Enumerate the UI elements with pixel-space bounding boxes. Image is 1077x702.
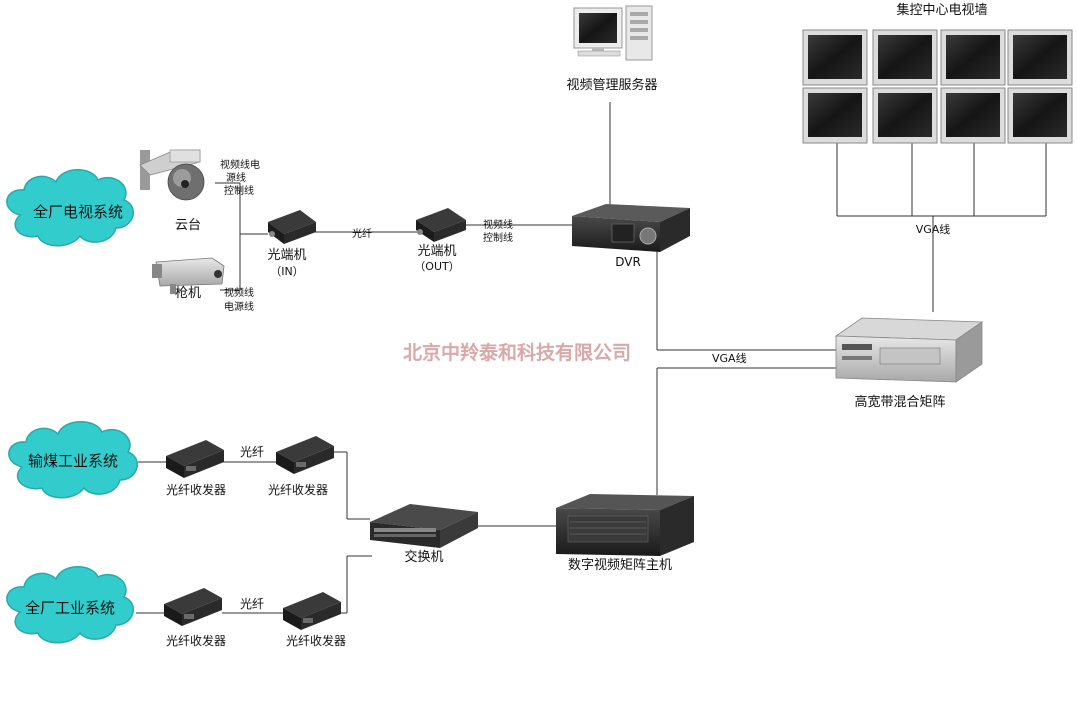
fiber-transceiver-icon bbox=[164, 588, 222, 626]
fiber-label: 光纤 bbox=[240, 597, 264, 611]
optical-out-sublabel: （OUT） bbox=[414, 260, 459, 273]
ptz-camera-icon bbox=[139, 149, 205, 201]
monitor-icon bbox=[872, 87, 938, 144]
digital-matrix-label: 数字视频矩阵主机 bbox=[568, 558, 672, 573]
monitor-icon bbox=[940, 29, 1006, 86]
dvr-label: DVR bbox=[615, 255, 641, 269]
transceiver-label: 光纤收发器 bbox=[166, 633, 226, 648]
fiber-label: 光纤 bbox=[240, 445, 264, 459]
gun-camera-label: 枪机 bbox=[175, 285, 201, 301]
fiber-transceiver-icon bbox=[283, 592, 341, 630]
cloud-label: 输煤工业系统 bbox=[28, 452, 118, 470]
cloud-tv-system: 全厂电视系统 bbox=[6, 169, 134, 247]
dvr-icon bbox=[572, 204, 690, 252]
gun-cable-label: 电源线 bbox=[224, 300, 254, 313]
fiber-transceiver-icon bbox=[166, 440, 224, 478]
video-wall-icon bbox=[802, 29, 1073, 144]
video-server-label: 视频管理服务器 bbox=[566, 77, 657, 93]
transceiver-label: 光纤收发器 bbox=[166, 482, 226, 497]
out-cable-label: 控制线 bbox=[483, 231, 513, 244]
optical-transceiver-in-icon bbox=[268, 210, 316, 244]
monitor-icon bbox=[802, 87, 868, 144]
optical-out-label: 光端机 bbox=[417, 244, 456, 259]
monitor-icon bbox=[1007, 29, 1073, 86]
optical-transceiver-out-icon bbox=[416, 208, 466, 242]
vga-wall-label: VGA线 bbox=[916, 222, 951, 236]
hybrid-matrix-label: 高宽带混合矩阵 bbox=[854, 394, 945, 410]
gun-camera-icon bbox=[152, 257, 225, 294]
optical-in-label: 光端机 bbox=[267, 248, 306, 263]
connection-lines bbox=[136, 102, 1047, 614]
video-wall-label: 集控中心电视墙 bbox=[896, 2, 987, 18]
watermark: 北京中羚泰和科技有限公司 bbox=[403, 341, 631, 364]
out-cable-label: 视频线 bbox=[483, 218, 513, 231]
transceiver-label: 光纤收发器 bbox=[286, 633, 346, 648]
fiber-transceiver-icon bbox=[276, 436, 334, 474]
monitor-icon bbox=[802, 29, 868, 86]
fiber-label: 光纤 bbox=[352, 227, 372, 240]
transceiver-label: 光纤收发器 bbox=[268, 482, 328, 497]
optical-in-sublabel: （IN） bbox=[270, 265, 303, 278]
cloud-label: 全厂电视系统 bbox=[33, 203, 123, 221]
cloud-plant-system: 全厂工业系统 bbox=[6, 566, 134, 644]
monitor-icon bbox=[1007, 87, 1073, 144]
hybrid-matrix-icon bbox=[834, 317, 984, 383]
monitor-icon bbox=[872, 29, 938, 86]
switch-label: 交换机 bbox=[404, 549, 443, 565]
video-server-icon bbox=[573, 5, 653, 61]
monitor-icon bbox=[940, 87, 1006, 144]
ptz-label: 云台 bbox=[175, 218, 201, 233]
network-switch-icon bbox=[370, 504, 478, 548]
ptz-cable-label: 源线 bbox=[226, 171, 246, 184]
ptz-cable-label: 视频线电 bbox=[220, 158, 260, 171]
digital-matrix-icon bbox=[556, 494, 694, 556]
cloud-coal-system: 输煤工业系统 bbox=[8, 421, 138, 499]
gun-cable-label: 视频线 bbox=[224, 286, 254, 299]
cloud-label: 全厂工业系统 bbox=[25, 599, 115, 617]
vga-dvr-label: VGA线 bbox=[712, 351, 747, 365]
ptz-cable-label: 控制线 bbox=[224, 184, 254, 197]
